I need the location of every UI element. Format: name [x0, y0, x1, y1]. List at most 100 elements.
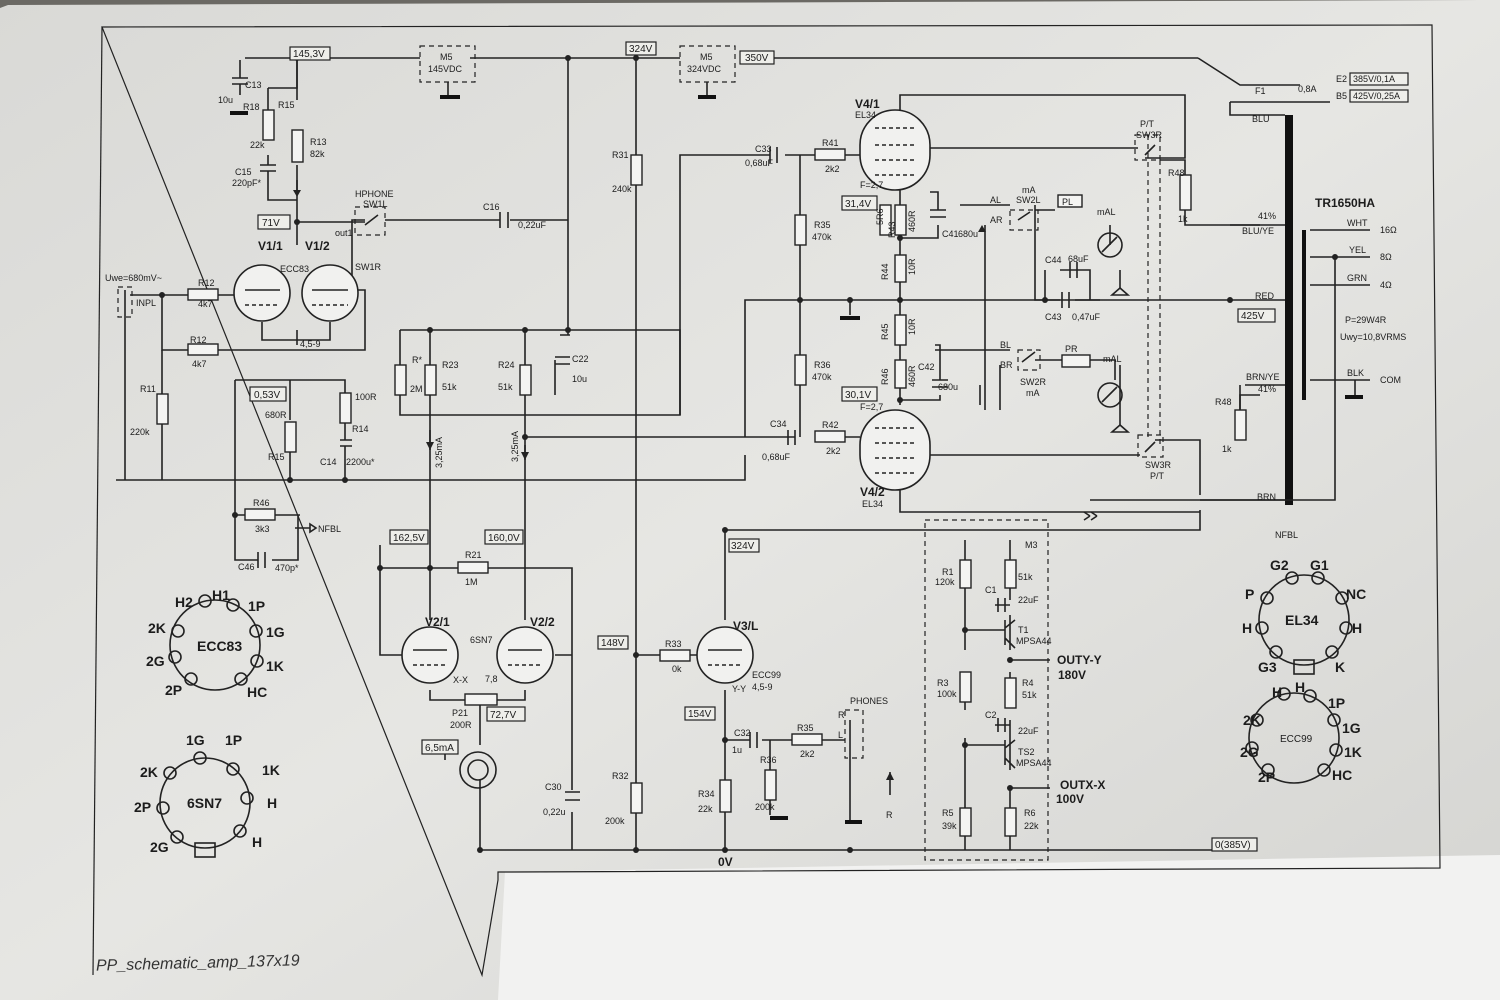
pin-label: NC: [1346, 586, 1366, 602]
component-label: 120k: [935, 577, 955, 587]
component-label: 470p*: [275, 563, 299, 573]
pinout-ecc83: [168, 594, 264, 691]
component-label: 0,47uF: [1072, 312, 1101, 322]
component-label: MPSA44: [1016, 758, 1052, 768]
switch-label: R: [886, 810, 893, 820]
rail-label: 31,4V: [845, 199, 871, 210]
pin-label: 1P: [225, 732, 242, 748]
component-label: M3: [1025, 540, 1038, 550]
rail-label: 148V: [601, 638, 625, 649]
component-label: C46: [238, 562, 255, 572]
component-label: R42: [822, 420, 839, 430]
component-label: 470k: [812, 372, 832, 382]
component-label: R43: [887, 221, 897, 238]
tube-label: V1/1: [258, 239, 283, 253]
switch-label: SW1L: [363, 199, 388, 209]
pin-label: G3: [1258, 659, 1277, 675]
component-label: 200k: [755, 802, 775, 812]
component-label: 82k: [310, 149, 325, 159]
component-label: 22k: [250, 140, 265, 150]
component-label: R4: [1022, 678, 1034, 688]
component-label: C32: [734, 728, 751, 738]
pinout-name: 6SN7: [187, 795, 222, 811]
transformer-tap: BLU: [1252, 114, 1270, 124]
component-label: MPSA44: [1016, 636, 1052, 646]
component-label: C15: [235, 167, 252, 177]
switch-label: PR: [1065, 344, 1078, 354]
tube-label: F=2,7: [860, 402, 883, 412]
pinout-ecc99-labels: ECC99 H H 1P 2K 1G 2G 1K 2P HC: [1240, 679, 1362, 785]
component-label: 2k2: [826, 446, 841, 456]
pin-label: 2K: [1243, 712, 1261, 728]
component-label: C1: [985, 585, 997, 595]
switch-label: R: [838, 710, 845, 720]
component-label: R23: [442, 360, 459, 370]
pin-label: H: [1242, 620, 1252, 636]
component-label: 470k: [812, 232, 832, 242]
rail-label: 145,3V: [293, 49, 325, 60]
component-label: 680u: [958, 229, 978, 239]
supply-label: 425V/0,25A: [1353, 91, 1400, 101]
component-label: R15: [268, 452, 285, 462]
component-label: R33: [665, 639, 682, 649]
component-label: 1u: [732, 745, 742, 755]
pin-label: 1G: [266, 624, 285, 640]
rail-label: 350V: [745, 53, 769, 64]
component-label: 51k: [498, 382, 513, 392]
component-label: 680R: [265, 410, 287, 420]
pin-label: 1G: [186, 732, 205, 748]
tube-label: V4/1: [855, 97, 880, 111]
switch-label: SW2R: [1020, 377, 1047, 387]
tube-label: 4,5-9: [752, 682, 773, 692]
component-label: R35: [814, 220, 831, 230]
component-label: R45: [880, 323, 890, 340]
rail-label: 160,0V: [488, 533, 520, 544]
component-label: 0,22uF: [518, 220, 547, 230]
component-label: R21: [465, 550, 482, 560]
component-label: 4k7: [192, 359, 207, 369]
output-label: 100V: [1056, 792, 1084, 806]
pin-label: 1P: [248, 598, 265, 614]
pinout-name: ECC99: [1280, 734, 1313, 745]
component-label: 2200u*: [346, 457, 375, 467]
component-label: R36: [814, 360, 831, 370]
pinout-el34: [1255, 571, 1353, 675]
component-label: R34: [698, 789, 715, 799]
switch-label: out1: [335, 228, 353, 238]
pin-label: H: [1272, 684, 1282, 700]
component-label: 240k: [612, 184, 632, 194]
component-label: R44: [880, 263, 890, 280]
component-label: C42: [918, 362, 935, 372]
voltage-boxes: [249, 41, 1409, 852]
rail-label: 0,53V: [254, 390, 280, 401]
component-label: 0,22u: [543, 807, 566, 817]
output-label: 180V: [1058, 668, 1086, 682]
transformer-spec: P=29W4R: [1345, 315, 1387, 325]
tube-label: V2/1: [425, 615, 450, 629]
switch-label: PHONES: [850, 696, 888, 706]
component-label: R12: [198, 278, 215, 288]
transformer-tap: 41%: [1258, 211, 1276, 221]
switch-label: SW3R: [1136, 130, 1163, 140]
switch-labels: HPHONE SW1L SW1R out1 AL AR mA SW2L PL m…: [335, 119, 1172, 820]
component-label: C22: [572, 354, 589, 364]
rail-label: 425V: [1241, 311, 1265, 322]
component-label: 100R: [355, 392, 377, 402]
switch-label: L: [838, 730, 843, 740]
rail-label: 324V: [629, 44, 653, 55]
pin-label: 1K: [266, 658, 284, 674]
component-label: 2k2: [800, 749, 815, 759]
pin-label: H: [1295, 679, 1305, 695]
component-label: R41: [822, 138, 839, 148]
tube-label: V4/2: [860, 485, 885, 499]
switch-label: SW2L: [1016, 195, 1041, 205]
pin-label: 1K: [1344, 744, 1362, 760]
input-label: Uwe=680mV~: [105, 273, 162, 283]
component-label: TS2: [1018, 747, 1035, 757]
pin-label: HC: [247, 684, 267, 700]
component-label: R46: [253, 498, 270, 508]
transformer-tap: 41%: [1258, 384, 1276, 394]
component-label: 10u: [572, 374, 587, 384]
